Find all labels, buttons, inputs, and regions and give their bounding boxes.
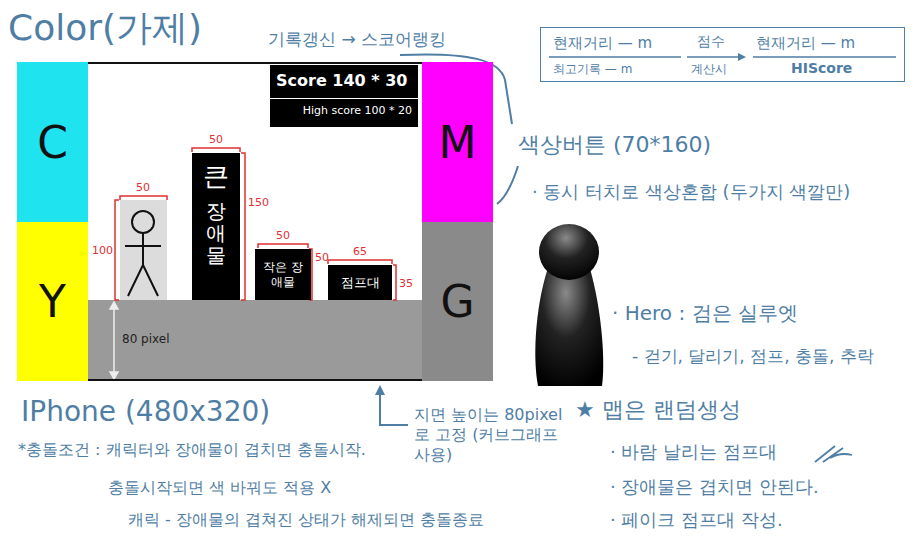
note-text: *충돌조건 : 캐릭터와 장애물이 겹치면 충돌시작. <box>18 440 366 461</box>
node-text: M <box>439 117 477 168</box>
color-button: G <box>422 222 493 381</box>
wind-sketch <box>815 446 852 462</box>
note-text: 색상버튼 (70*160) <box>518 130 711 160</box>
node-text: 작은 장애물 <box>258 260 308 290</box>
node-text: 장애물 <box>206 200 226 266</box>
dimension-brackets <box>115 148 396 300</box>
ground-band <box>88 300 422 381</box>
small-obstacle: 작은 장애물 <box>255 249 311 300</box>
dimension-label: 50 <box>315 251 329 264</box>
node-text: High score 100 * 20 <box>303 104 412 117</box>
stick-figure <box>125 211 161 296</box>
note-text: · 페이크 점프대 작성. <box>610 508 783 532</box>
dimension-label: 50 <box>136 181 150 194</box>
note-text: - 걷기, 달리기, 점프, 충돌, 추락 <box>632 345 874 368</box>
dimension-label: 50 <box>276 229 290 242</box>
dimension-label: 150 <box>248 196 269 209</box>
node-text: 점수 <box>697 33 725 51</box>
node-text: G <box>440 276 474 327</box>
score-separator <box>270 98 418 99</box>
note-text: ★ 맵은 랜덤생성 <box>575 395 741 425</box>
big-obstacle: 큰장애물 <box>192 153 240 300</box>
color-button: Y <box>17 222 88 381</box>
dimension-label: 100 <box>92 244 113 257</box>
node-text: HIScore <box>791 60 852 76</box>
jump-pad: 점프대 <box>328 265 392 300</box>
note-text: · Hero : 검은 실루엣 <box>612 300 798 327</box>
note-text: 기록갱신 → 스코어랭킹 <box>268 28 446 51</box>
score-rule-box: 현재거리 — m 최고기록 — m 점수계산시 현재거리 — m HIScore <box>540 27 905 82</box>
arrow-head <box>375 385 385 395</box>
node-text: IPhone (480x320) <box>21 395 270 428</box>
dimension-label: 65 <box>353 245 367 258</box>
note-text: 충돌시작되면 색 바꿔도 적용 X <box>108 478 331 499</box>
dimension-label: 80 pixel <box>122 332 169 346</box>
node-text: 큰 <box>203 161 229 192</box>
color-button: C <box>17 62 88 222</box>
node-text: Score 140 * 30 <box>276 71 407 90</box>
node-text: 현재거리 — m <box>553 34 652 53</box>
color-button: M <box>422 62 493 222</box>
node-text: 현재거리 — m <box>756 34 855 53</box>
phone-frame: IPhone (480x320)CYScore 140 * 30High sco… <box>17 62 493 381</box>
node-text: 계산시 <box>691 61 727 78</box>
arrow-head <box>738 53 746 61</box>
node-text: 점프대 <box>341 274 380 292</box>
hero-hitbox <box>120 200 167 300</box>
diagram-title: Color(가제) <box>8 4 202 53</box>
height-arrow <box>110 302 118 379</box>
note-text: 지면 높이는 80pixel로 고정 (커브그래프 사용) <box>414 405 564 465</box>
node-text: Y <box>39 276 66 327</box>
dimension-label: 50 <box>209 133 223 146</box>
hero-silhouette <box>535 224 603 386</box>
rule-line <box>549 56 896 58</box>
node-text: 최고기록 — m <box>553 61 632 78</box>
note-text: · 장애물은 겹치면 안된다. <box>610 475 819 499</box>
dimension-label: 35 <box>399 277 413 290</box>
note-text: 캐릭 - 장애물의 겹쳐진 상태가 해제되면 충돌종료 <box>128 510 484 531</box>
note-text: · 동시 터치로 색상혼합 (두가지 색깔만) <box>532 180 850 204</box>
score-box: Score 140 * 30 High score 100 * 20 <box>270 65 418 127</box>
note-text: · 바람 날리는 점프대 <box>610 440 777 464</box>
node-text: C <box>37 117 68 168</box>
